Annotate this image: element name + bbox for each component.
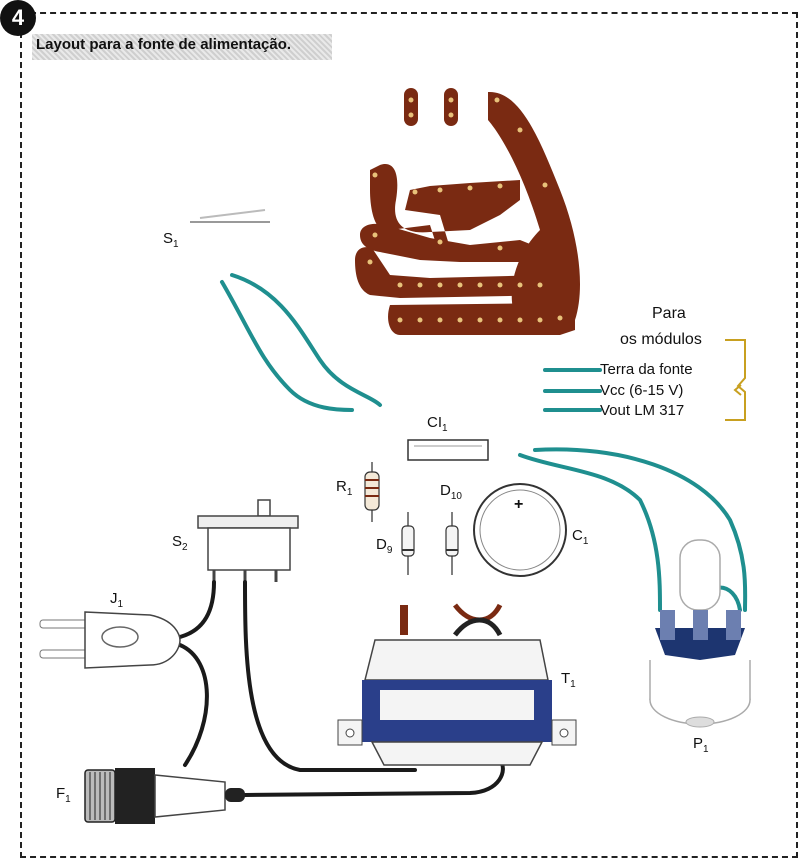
figure-number-badge: 4 (0, 0, 36, 36)
label-d9: D9 (376, 536, 393, 556)
ic-ci1 (407, 439, 489, 461)
label-t1: T1 (561, 670, 576, 690)
switch-s1 (190, 209, 270, 223)
resistor-r1 (364, 462, 380, 522)
capacitor-c1 (473, 483, 567, 577)
output-label-vcc: Vcc (6-15 V) (600, 382, 684, 399)
label-p1: P1 (693, 735, 709, 755)
diode-d9 (401, 512, 415, 575)
label-c1-polarity: + (514, 496, 524, 513)
label-c1: C1 (572, 527, 589, 547)
s1-wires (220, 273, 382, 412)
label-j1: J1 (110, 590, 124, 610)
output-bracket (725, 339, 746, 421)
potentiometer-p1 (649, 539, 751, 728)
output-heading-line2: os módulos (620, 331, 702, 348)
label-r1: R1 (336, 478, 353, 498)
switch-s2 (197, 499, 299, 582)
label-s1: S1 (163, 230, 179, 250)
figure-title: Layout para a fonte de alimentação. (36, 36, 292, 53)
plug-j1 (39, 611, 181, 669)
pcb-board (355, 88, 580, 335)
output-label-vout: Vout LM 317 (600, 402, 685, 419)
title-band (32, 34, 332, 60)
output-label-ground: Terra da fonte (600, 361, 693, 378)
label-ci1: CI1 (427, 414, 448, 434)
output-wires (543, 368, 602, 412)
output-heading-line1: Para (652, 305, 686, 322)
fuse-holder-f1 (84, 768, 245, 824)
label-s2: S2 (172, 533, 188, 553)
output-bracket-arrow (733, 384, 742, 396)
label-f1: F1 (56, 785, 71, 805)
label-d10: D10 (440, 482, 462, 502)
figure-frame (20, 12, 798, 858)
transformer-t1 (337, 603, 577, 766)
diode-d10 (445, 512, 459, 575)
